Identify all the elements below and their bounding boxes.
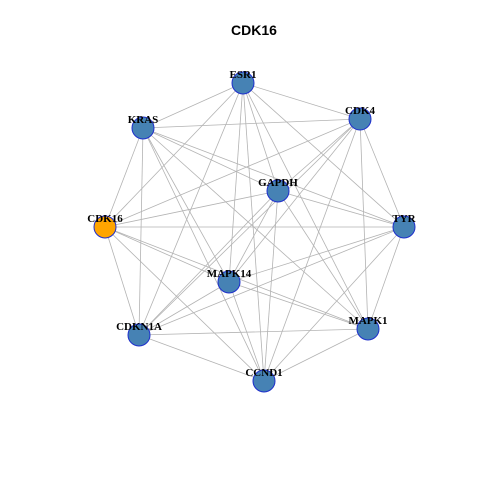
edge-kras-cdk4 xyxy=(142,118,361,129)
edge-cdk4-cdk16 xyxy=(104,118,361,228)
edge-gapdh-mapk14 xyxy=(228,190,279,283)
edge-esr1-cdk16 xyxy=(104,82,244,228)
edge-kras-tyr xyxy=(142,127,405,228)
edge-cdk4-gapdh xyxy=(277,118,361,192)
edge-tyr-mapk14 xyxy=(228,226,405,283)
edge-cdk16-ccnd1 xyxy=(104,226,265,382)
node-tyr xyxy=(392,215,416,239)
edge-mapk1-ccnd1 xyxy=(263,328,369,382)
node-label-esr1: ESR1 xyxy=(230,69,257,81)
edge-esr1-gapdh xyxy=(242,82,279,192)
node-label-kras: KRAS xyxy=(128,114,159,126)
edge-mapk14-cdkn1a xyxy=(138,281,230,336)
node-label-mapk14: MAPK14 xyxy=(207,268,252,280)
edge-tyr-cdkn1a xyxy=(138,226,405,336)
plot-title: CDK16 xyxy=(231,22,277,38)
node-esr1 xyxy=(231,71,255,95)
node-ccnd1 xyxy=(252,369,276,393)
node-label-tyr: TYR xyxy=(392,213,416,225)
node-cdkn1a xyxy=(127,323,151,347)
edge-cdk4-mapk14 xyxy=(228,118,361,283)
node-label-mapk1: MAPK1 xyxy=(348,315,387,327)
edge-esr1-kras xyxy=(142,82,244,129)
node-label-ccnd1: CCND1 xyxy=(245,367,282,379)
edge-cdkn1a-ccnd1 xyxy=(138,334,265,382)
edge-cdk4-ccnd1 xyxy=(263,118,361,382)
node-label-gapdh: GAPDH xyxy=(258,177,298,189)
edge-kras-ccnd1 xyxy=(142,127,265,382)
node-gapdh xyxy=(266,179,290,203)
edge-mapk14-ccnd1 xyxy=(228,281,265,382)
edge-cdkn1a-mapk1 xyxy=(138,328,369,336)
edge-tyr-mapk1 xyxy=(367,226,405,330)
edge-cdk16-mapk14 xyxy=(104,226,230,283)
edge-gapdh-tyr xyxy=(277,190,405,228)
node-mapk14 xyxy=(217,270,241,294)
edge-kras-mapk1 xyxy=(142,127,369,330)
node-label-cdk4: CDK4 xyxy=(345,105,375,117)
node-cdk4 xyxy=(348,107,372,131)
node-label-cdkn1a: CDKN1A xyxy=(116,321,162,333)
edge-esr1-mapk14 xyxy=(228,82,244,283)
edge-esr1-cdk4 xyxy=(242,82,361,120)
edge-cdk4-tyr xyxy=(359,118,405,228)
edge-esr1-ccnd1 xyxy=(242,82,265,382)
node-mapk1 xyxy=(356,317,380,341)
edge-gapdh-cdkn1a xyxy=(138,190,279,336)
node-label-cdk16: CDK16 xyxy=(87,213,123,225)
edge-layer xyxy=(104,82,405,382)
edge-gapdh-cdk16 xyxy=(104,190,279,228)
edge-tyr-ccnd1 xyxy=(263,226,405,382)
edge-esr1-mapk1 xyxy=(242,82,369,330)
node-layer xyxy=(93,71,416,393)
edge-kras-cdkn1a xyxy=(138,127,144,336)
edge-gapdh-ccnd1 xyxy=(263,190,279,382)
edge-mapk14-mapk1 xyxy=(228,281,369,330)
edge-kras-cdk16 xyxy=(104,127,144,228)
edge-kras-gapdh xyxy=(142,127,279,192)
node-cdk16 xyxy=(93,215,117,239)
edge-cdk16-cdkn1a xyxy=(104,226,140,336)
edge-cdk4-mapk1 xyxy=(359,118,369,330)
node-kras xyxy=(131,116,155,140)
